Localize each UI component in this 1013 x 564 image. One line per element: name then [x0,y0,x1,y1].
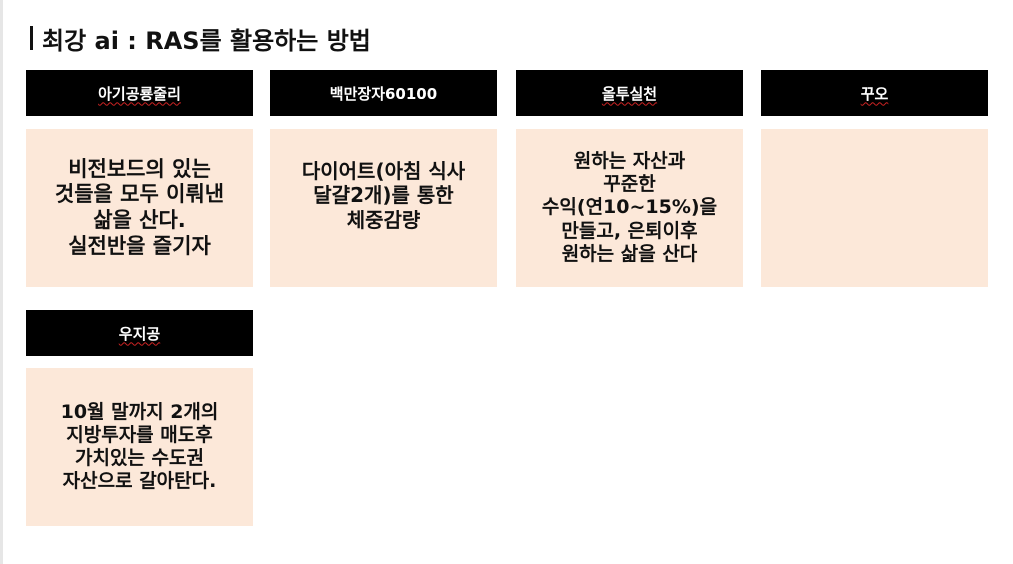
slide-title: 최강 ai : RAS를 활용하는 방법 [30,20,371,56]
slide-edge [0,0,3,564]
card-text-2: 다이어트(아침 식사 달걀2개)를 통한 체중감량 [301,159,466,232]
header-label-4: 꾸오 [860,84,889,103]
header-box-2[interactable]: 백만장자60100 [270,70,497,116]
header-box-5[interactable]: 우지공 [26,310,253,356]
header-box-1[interactable]: 아기공룡줄리 [26,70,253,116]
content-card-3[interactable]: 원하는 자산과 꾸준한 수익(연10~15%)을 만들고, 은퇴이후 원하는 삶… [516,129,743,287]
content-card-2[interactable]: 다이어트(아침 식사 달걀2개)를 통한 체중감량 [270,129,497,287]
title-accent-bar [30,26,33,50]
content-card-5[interactable]: 10월 말까지 2개의 지방투자를 매도후 가치있는 수도권 자산으로 갈아탄다… [26,368,253,526]
header-box-4[interactable]: 꾸오 [761,70,988,116]
header-label-5: 우지공 [118,324,161,343]
card-text-1: 비전보드의 있는 것들을 모두 이뤄낸 삶을 산다. 실전반을 즐기자 [54,156,225,258]
card-text-3: 원하는 자산과 꾸준한 수익(연10~15%)을 만들고, 은퇴이후 원하는 삶… [541,150,718,265]
header-label-1: 아기공룡줄리 [98,84,181,103]
content-card-4[interactable] [761,129,988,287]
header-label-2: 백만장자60100 [329,84,438,103]
header-box-3[interactable]: 올투실천 [516,70,743,116]
header-label-3: 올투실천 [601,84,658,103]
content-card-1[interactable]: 비전보드의 있는 것들을 모두 이뤄낸 삶을 산다. 실전반을 즐기자 [26,129,253,287]
card-text-5: 10월 말까지 2개의 지방투자를 매도후 가치있는 수도권 자산으로 갈아탄다… [60,400,219,493]
slide-title-text: 최강 ai : RAS를 활용하는 방법 [42,26,371,55]
